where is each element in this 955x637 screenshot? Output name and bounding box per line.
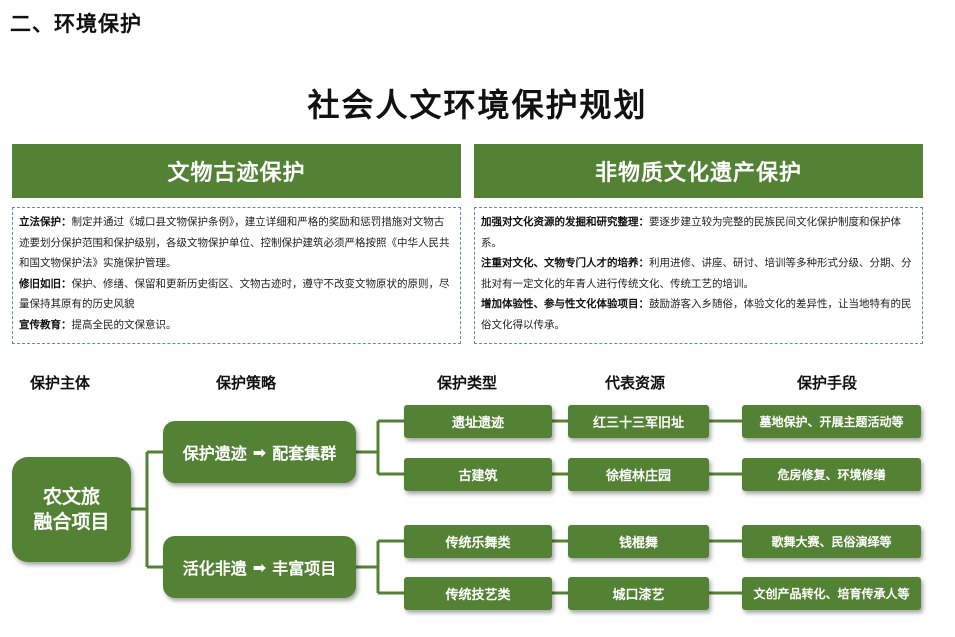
list-item: 注重对文化、文物专门人才的培养：利用进修、讲座、研讨、培训等多种形式分级、分期、… [481,253,916,294]
column-header-type: 保护类型 [437,374,498,392]
item-label: 修旧如旧： [19,277,72,290]
list-item: 立法保护：制定并通过《城口县文物保护条例》，建立详细和严格的奖励和惩罚措施对文物… [19,212,454,274]
resource-node: 徐楦林庄园 [568,458,709,491]
arrow-right-icon: ➡ [252,442,267,462]
column-header-subject: 保护主体 [30,374,91,392]
strategy-from: 活化非遗 [182,559,247,578]
item-text: 利用进修、讲座、研讨、培训等多种形式分级、分期、分批对有一定文化的年青人进行传统… [481,257,912,290]
arrow-right-icon: ➡ [252,557,267,577]
intangible-heritage-protection-banner: 非物质文化遗产保护 [474,144,923,198]
resource-node: 红三十三军旧址 [568,405,709,438]
type-node: 传统技艺类 [404,577,552,610]
strategy-from: 保护遗迹 [182,444,247,463]
subject-line-2: 融合项目 [33,510,110,533]
type-node: 传统乐舞类 [404,525,552,558]
page-title: 社会人文环境保护规划 [307,86,648,124]
column-header-means: 保护手段 [797,374,858,392]
strategy-to: 配套集群 [272,444,337,463]
means-node: 文创产品转化、培育传承人等 [742,577,921,610]
item-label: 立法保护： [19,216,72,228]
protection-subject-node: 农文旅 融合项目 [12,457,131,562]
item-label: 注重对文化、文物专门人才的培养： [481,257,649,269]
item-text: 提高全民的文保意识。 [71,318,177,331]
strategy-to: 丰富项目 [272,559,337,578]
heritage-site-protection-text: 立法保护：制定并通过《城口县文物保护条例》，建立详细和严格的奖励和惩罚措施对文物… [12,207,461,344]
resource-node: 钱棍舞 [568,525,709,558]
strategy-node-protect-sites: 保护遗迹 ➡ 配套集群 [163,421,356,483]
item-text: 鼓励游客入乡随俗，体验文化的差异性，让当地特有的民俗文化得以传承。 [481,298,912,331]
section-heading: 二、环境保护 [10,12,142,36]
list-item: 宣传教育：提高全民的文保意识。 [19,315,454,336]
resource-node: 城口漆艺 [568,577,709,610]
item-label: 加强对文化资源的发掘和研究整理： [481,216,649,228]
means-node: 危房修复、环境修缮 [742,458,921,491]
item-text: 要逐步建立较为完整的民族民间文化保护制度和保护体系。 [481,216,901,249]
item-text: 制定并通过《城口县文物保护条例》，建立详细和严格的奖励和惩罚措施对文物古迹要划分… [19,216,450,269]
column-header-strategy: 保护策略 [216,374,277,392]
intangible-heritage-protection-text: 加强对文化资源的发掘和研究整理：要逐步建立较为完整的民族民间文化保护制度和保护体… [474,207,923,344]
strategy-node-activate-heritage: 活化非遗 ➡ 丰富项目 [163,536,356,598]
item-text: 保护、修缮、保留和更新历史街区、文物古迹时，遵守不改变文物原状的原则，尽量保持其… [19,277,450,311]
list-item: 修旧如旧：保护、修缮、保留和更新历史街区、文物古迹时，遵守不改变文物原状的原则，… [19,274,454,315]
list-item: 加强对文化资源的发掘和研究整理：要逐步建立较为完整的民族民间文化保护制度和保护体… [481,212,916,253]
item-label: 增加体验性、参与性文化体验项目： [481,298,649,310]
column-header-resource: 代表资源 [605,374,666,392]
type-node: 遗址遗迹 [404,405,552,438]
heritage-site-protection-banner: 文物古迹保护 [12,144,461,198]
item-label: 宣传教育： [19,318,72,331]
means-node: 墓地保护、开展主题活动等 [742,405,921,438]
type-node: 古建筑 [404,458,552,491]
list-item: 增加体验性、参与性文化体验项目：鼓励游客入乡随俗，体验文化的差异性，让当地特有的… [481,294,916,335]
subject-line-1: 农文旅 [42,485,100,508]
means-node: 歌舞大赛、民俗演绎等 [742,525,921,558]
